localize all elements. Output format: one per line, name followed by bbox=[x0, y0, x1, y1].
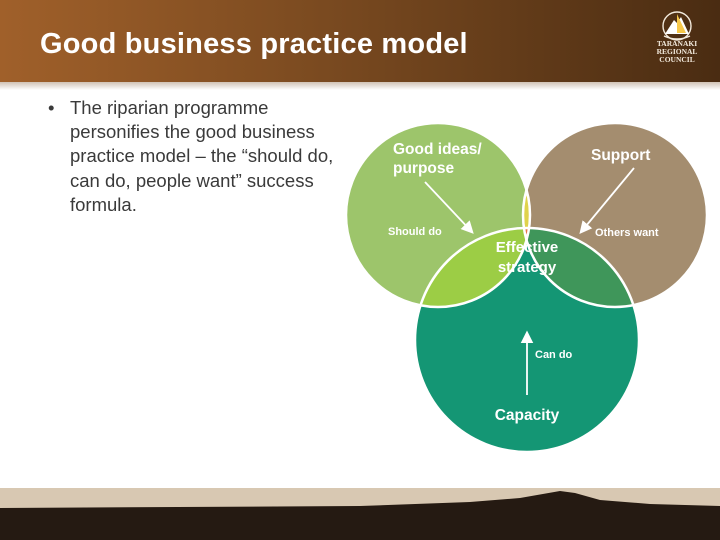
overlap-support-capacity bbox=[523, 228, 639, 307]
slide-title: Good business practice model bbox=[40, 28, 468, 60]
others-want-label: Others want bbox=[595, 227, 659, 239]
should-do-arrow bbox=[424, 181, 474, 234]
logo-wordmark: TARANAKI REGIONAL COUNCIL bbox=[646, 40, 708, 64]
good-ideas-title: Good ideas/ bbox=[393, 141, 482, 158]
mountain-silhouette bbox=[0, 491, 720, 540]
logo-line: REGIONAL bbox=[656, 47, 698, 56]
bullet-list: • The riparian programme personifies the… bbox=[48, 96, 338, 217]
support-title: Support bbox=[591, 147, 650, 164]
logo-line: COUNCIL bbox=[659, 55, 695, 64]
should-do-label: Should do bbox=[388, 226, 442, 238]
capacity-title: Capacity bbox=[495, 407, 560, 424]
capacity-outline bbox=[413, 226, 641, 454]
center-label: Effective bbox=[496, 239, 559, 256]
logo-line: TARANAKI bbox=[656, 39, 698, 48]
taranaki-logo-icon bbox=[662, 11, 692, 41]
bullet-text: The riparian programme personifies the g… bbox=[70, 97, 334, 215]
bullet-item: • The riparian programme personifies the… bbox=[48, 96, 338, 217]
support-outline bbox=[521, 121, 709, 309]
overlap-ideas-capacity bbox=[415, 228, 530, 307]
bullet-dot: • bbox=[48, 97, 55, 118]
can-do-label: Can do bbox=[535, 349, 573, 361]
others-want-arrow bbox=[579, 167, 635, 234]
title-bar: Good business practice model TARANAKI RE… bbox=[0, 0, 720, 90]
good-ideas-title: purpose bbox=[393, 160, 455, 177]
center-label: strategy bbox=[498, 259, 557, 276]
footer-mountain-band bbox=[0, 488, 720, 540]
good-ideas-outline bbox=[344, 121, 532, 309]
